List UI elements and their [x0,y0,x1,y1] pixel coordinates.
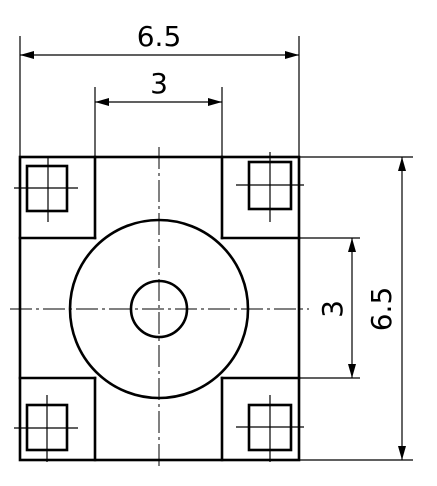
arrowheads [20,51,406,460]
dim-text-top-overall: 6.5 [137,20,182,53]
corner-square-top-left [14,157,78,222]
corner-square-bottom-left [14,395,78,462]
dim-text-right-inner: 3 [316,300,349,318]
corner-square-bottom-right [236,395,304,462]
corner-square-top-right [236,152,304,222]
dim-text-right-overall: 6.5 [365,287,398,332]
dim-text-top-inner: 3 [150,67,168,100]
